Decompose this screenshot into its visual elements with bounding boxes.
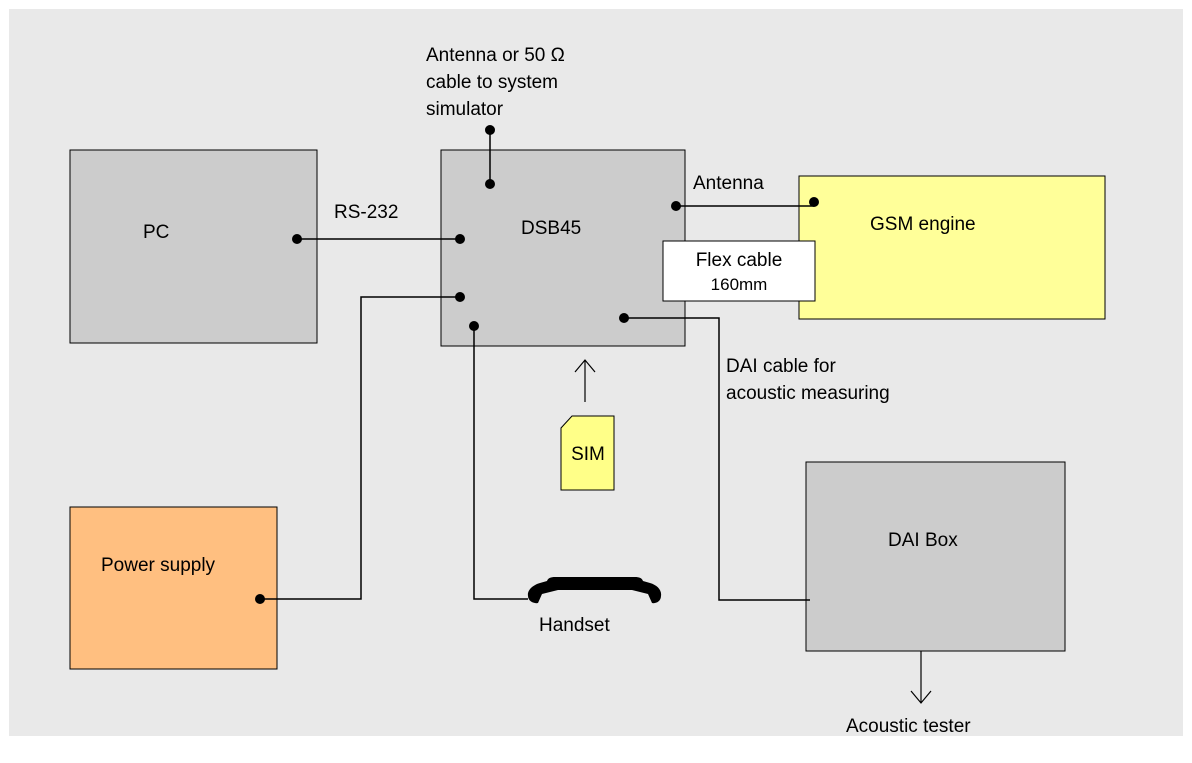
sim-label: SIM <box>571 444 605 465</box>
connection-lines <box>260 130 814 601</box>
antenna-label: Antenna <box>693 173 764 194</box>
dai-cable-line <box>624 317 810 601</box>
antenna-top-label-line1: Antenna or 50 Ω <box>426 45 565 66</box>
telephone-handset-icon <box>527 577 662 604</box>
gsm-engine-block <box>798 175 1106 320</box>
antenna-top-label-line3: simulator <box>426 99 504 120</box>
pc-block <box>69 149 318 344</box>
sim-card-shape <box>560 415 615 491</box>
handset-line <box>473 327 528 600</box>
dai-cable-label-line2: acoustic measuring <box>726 383 890 404</box>
dai-cable-label-line1: DAI cable for <box>726 356 836 377</box>
dsb45-block <box>440 149 686 347</box>
sim-card-icon: SIM <box>560 415 615 491</box>
dai-box-block <box>805 461 1066 652</box>
dot-power-supply <box>255 594 265 604</box>
dot-antenna-top <box>485 125 495 135</box>
gsm-engine-label: GSM engine <box>870 214 976 235</box>
dot-power-dsb <box>455 292 465 302</box>
flex-cable-label-line1: Flex cable <box>696 250 783 271</box>
dai-box-label: DAI Box <box>888 530 958 551</box>
power-line <box>260 296 460 600</box>
power-supply-block <box>69 506 278 670</box>
dsb45-label: DSB45 <box>521 218 581 239</box>
acoustic-tester-label: Acoustic tester <box>846 716 971 737</box>
flex-cable-label-line2: 160mm <box>711 275 768 294</box>
dot-antenna-right <box>671 201 681 211</box>
acoustic-tester-arrow <box>910 651 932 704</box>
dot-handset-dsb <box>469 321 479 331</box>
dot-antenna-dsb <box>485 179 495 189</box>
handset-label: Handset <box>539 615 610 636</box>
sim-insert-arrow <box>574 359 596 402</box>
dot-rs232-pc <box>292 234 302 244</box>
dot-dai-dsb <box>619 313 629 323</box>
pc-label: PC <box>143 222 169 243</box>
flex-cable-box <box>662 240 816 302</box>
connection-dots <box>255 125 819 604</box>
rs232-label: RS-232 <box>334 202 398 223</box>
power-supply-label: Power supply <box>101 555 216 576</box>
antenna-top-label-line2: cable to system <box>426 72 558 93</box>
dot-gsm-antenna <box>809 197 819 207</box>
dot-rs232-dsb <box>455 234 465 244</box>
